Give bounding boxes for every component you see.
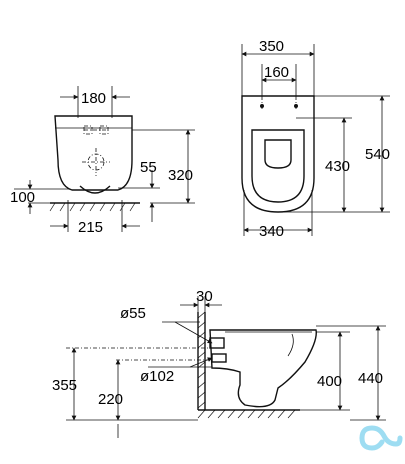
logo-icon [359, 425, 403, 451]
top-view: 350 160 540 430 340 [241, 38, 390, 240]
front-floor-hatch [49, 202, 140, 212]
top-dim-width-outer: 350 [259, 38, 284, 55]
front-dim-width: 180 [81, 90, 106, 107]
side-dim-outlet-height: 220 [98, 391, 123, 408]
top-dim-base: 340 [259, 223, 284, 240]
side-dim-inlet-height: 355 [52, 377, 77, 394]
side-dim-inlet-diameter: ø55 [120, 305, 146, 322]
front-dim-base: 215 [78, 219, 103, 236]
top-bowl-outline [241, 95, 315, 213]
side-dim-outlet-diameter: ø102 [140, 368, 174, 385]
top-dim-length: 540 [365, 146, 390, 163]
side-bowl-outline [209, 329, 317, 408]
top-dim-holes: 160 [264, 64, 289, 81]
front-dim-inlet: 55 [140, 159, 157, 176]
wall-hatch [197, 311, 300, 419]
front-dim-floor: 100 [10, 189, 35, 206]
side-dim-total-height: 440 [358, 370, 383, 387]
side-dim-rim-height: 400 [317, 373, 342, 390]
top-dim-holes-length: 430 [325, 158, 350, 175]
mounting-holes [82, 125, 110, 176]
front-dim-height: 320 [168, 167, 193, 184]
side-view: 30 ø55 ø102 355 220 400 440 [52, 288, 386, 438]
top-opening [251, 129, 305, 203]
side-dim-wall: 30 [196, 288, 213, 305]
front-view: 180 320 55 100 215 [10, 86, 195, 236]
front-bowl-outline [54, 115, 133, 191]
